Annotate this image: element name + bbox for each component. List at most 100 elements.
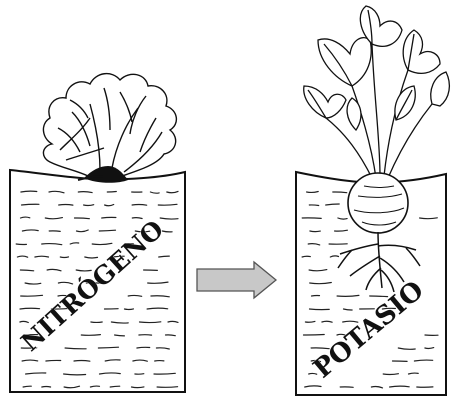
right-arrow-icon	[197, 262, 276, 298]
soil-dash	[111, 322, 128, 323]
soil-dash	[302, 256, 310, 257]
soil-dash	[383, 374, 398, 375]
soil-dash	[105, 360, 120, 361]
soil-dash	[420, 218, 438, 219]
soil-dash	[92, 243, 112, 244]
soil-dash	[414, 360, 432, 361]
soil-dash	[140, 322, 161, 323]
beet-leaves	[304, 6, 450, 178]
soil-dash	[151, 296, 169, 297]
soil-dash	[21, 191, 37, 192]
soil-dash	[60, 257, 68, 258]
soil-dash	[305, 321, 315, 322]
soil-dash	[335, 230, 348, 231]
soil-dash	[21, 217, 30, 218]
soil-dash	[65, 348, 86, 349]
soil-dash	[46, 360, 61, 361]
soil-dash	[59, 204, 73, 205]
soil-dash	[81, 335, 100, 336]
soil-dash	[49, 191, 64, 192]
soil-dash	[100, 373, 121, 374]
soil-dash	[128, 295, 142, 296]
soil-dash	[70, 243, 79, 244]
soil-dash	[64, 374, 86, 375]
soil-dash	[333, 192, 347, 193]
soil-dash	[74, 360, 90, 361]
soil-dash	[22, 204, 39, 205]
soil-dash	[26, 373, 46, 374]
soil-dash	[159, 256, 170, 257]
soil-dash	[132, 387, 144, 388]
soil-dash	[168, 321, 178, 322]
soil-dash	[84, 205, 94, 206]
soil-dash	[409, 373, 419, 374]
soil-dash	[322, 321, 332, 322]
soil-dash	[425, 348, 434, 349]
soil-dash	[21, 295, 43, 296]
soil-dash	[157, 387, 178, 388]
soil-dash	[156, 348, 169, 349]
soil-dash	[330, 256, 338, 257]
soil-dash	[125, 309, 134, 310]
soil-dash	[20, 308, 40, 309]
soil-dash	[17, 256, 27, 257]
soil-dash	[99, 230, 115, 231]
soil-dash	[107, 192, 116, 193]
soil-dash	[158, 204, 177, 205]
soil-dash	[308, 244, 320, 245]
beet-root	[348, 173, 408, 233]
soil-dash	[58, 282, 72, 284]
soil-dash	[133, 360, 147, 361]
soil-dash	[105, 205, 114, 206]
soil-dash	[85, 257, 98, 258]
soil-dash	[35, 256, 49, 257]
soil-dash	[102, 217, 116, 218]
soil-dash	[25, 283, 41, 284]
soil-dash	[310, 231, 320, 232]
soil-dash	[23, 386, 31, 387]
soil-dash	[20, 270, 33, 271]
soil-dash	[75, 218, 90, 219]
right-panel: POTASIO	[296, 6, 449, 395]
soil-dash	[390, 386, 410, 387]
soil-dash	[45, 218, 62, 219]
soil-dash	[344, 309, 353, 310]
soil-dash	[154, 373, 175, 374]
soil-dash	[371, 386, 382, 387]
soil-dash	[326, 204, 340, 205]
soil-dash	[90, 386, 99, 387]
soil-dash	[309, 270, 327, 271]
soil-dash	[310, 309, 330, 310]
soil-dash	[167, 191, 178, 192]
soil-dash	[78, 192, 92, 193]
soil-dash	[49, 231, 60, 232]
soil-dash	[160, 218, 178, 219]
lettuce-plant	[43, 74, 176, 176]
soil-dash	[42, 244, 62, 245]
soil-dash	[398, 348, 415, 349]
soil-dash	[47, 269, 61, 270]
soil-dash	[166, 335, 176, 336]
soil-dash	[147, 308, 168, 309]
soil-dash	[22, 360, 38, 361]
soil-dash	[304, 335, 325, 336]
soil-dash	[64, 386, 79, 388]
potassium-label: POTASIO	[308, 275, 430, 384]
soil-dash	[20, 321, 28, 322]
transition-arrow	[197, 262, 276, 298]
soil-dash	[305, 386, 321, 387]
soil-dash	[338, 218, 347, 219]
soil-dash	[307, 192, 319, 193]
soil-dash	[42, 387, 51, 388]
soil-dash	[309, 373, 317, 374]
soil-dash	[115, 335, 125, 336]
soil-dash	[310, 283, 332, 284]
soil-dash	[148, 282, 168, 283]
soil-dash	[337, 295, 359, 296]
soil-dash	[16, 244, 26, 245]
left-panel: NITRÓGENO	[10, 74, 185, 392]
soil-dash	[132, 218, 142, 219]
soil-dash	[137, 347, 150, 348]
soil-dash	[98, 347, 118, 348]
